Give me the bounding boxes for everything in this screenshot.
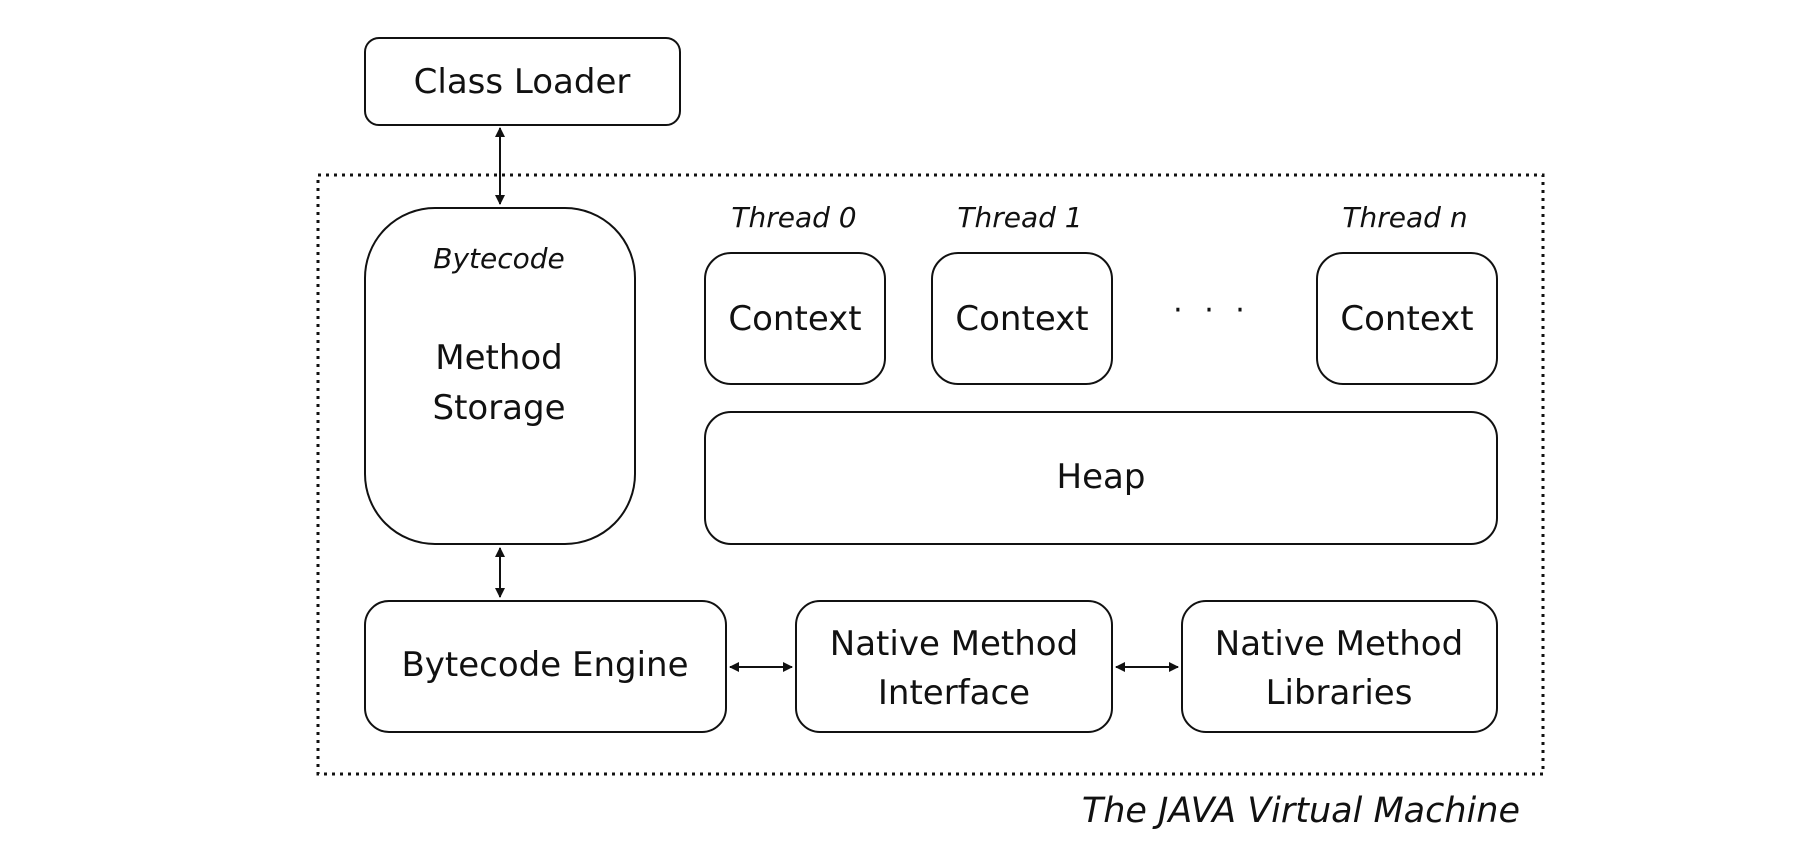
context-label: Context [728, 299, 861, 339]
native-interface-line2: Interface [878, 673, 1030, 713]
context-box-thread-0: Context [704, 252, 886, 385]
bytecode-engine-box: Bytecode Engine [364, 600, 727, 733]
bytecode-engine-label: Bytecode Engine [401, 645, 688, 685]
heap-box: Heap [704, 411, 1498, 545]
bytecode-subtitle: Bytecode [433, 242, 565, 275]
class-loader-box: Class Loader [364, 37, 681, 126]
native-libraries-box: Native Method Libraries [1181, 600, 1498, 733]
native-interface-line1: Native Method [830, 624, 1078, 664]
thread-n-label: Thread n [1342, 201, 1467, 234]
context-label: Context [955, 299, 1088, 339]
context-box-thread-1: Context [931, 252, 1113, 385]
method-storage-line2: Storage [432, 388, 565, 428]
heap-label: Heap [1057, 457, 1146, 497]
native-libraries-line1: Native Method [1215, 624, 1463, 664]
method-storage-box: Bytecode Method Storage [364, 207, 636, 545]
native-libraries-line2: Libraries [1266, 673, 1413, 713]
context-label: Context [1340, 299, 1473, 339]
jvm-caption: The JAVA Virtual Machine [1082, 791, 1520, 831]
context-box-thread-n: Context [1316, 252, 1498, 385]
thread-1-label: Thread 1 [957, 201, 1082, 234]
native-interface-box: Native Method Interface [795, 600, 1113, 733]
class-loader-label: Class Loader [414, 62, 631, 102]
thread-0-label: Thread 0 [731, 201, 856, 234]
thread-ellipsis: · · · [1173, 293, 1251, 328]
method-storage-line1: Method [435, 338, 563, 378]
